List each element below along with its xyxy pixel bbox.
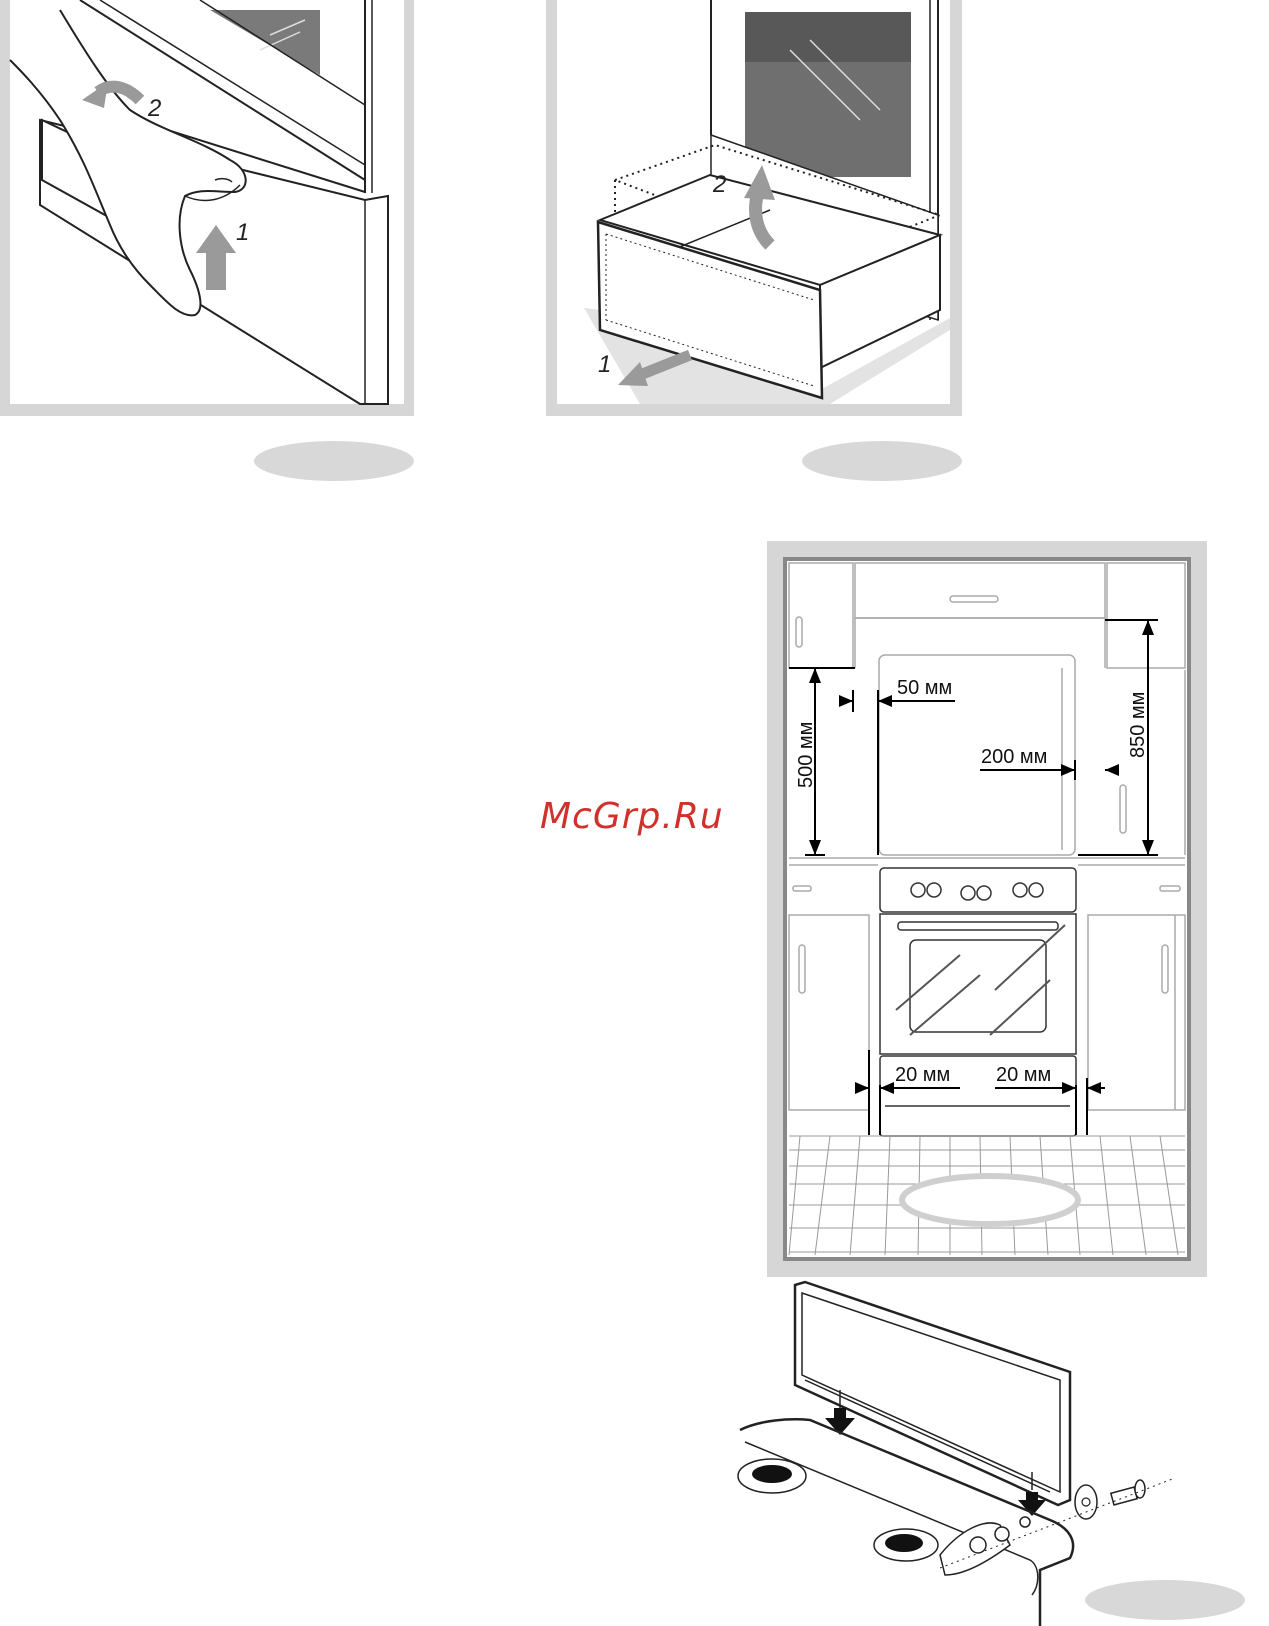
- figure-label-ellipse-bottom: [1085, 1580, 1245, 1620]
